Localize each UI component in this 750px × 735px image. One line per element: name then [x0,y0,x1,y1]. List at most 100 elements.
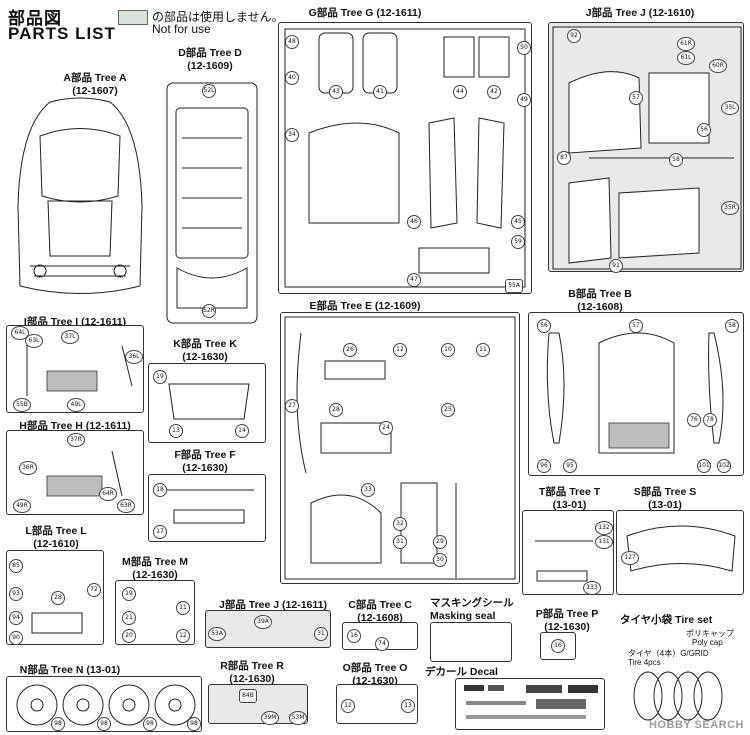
part-number-52r: 52R [202,304,216,318]
part-number: 33 [361,483,375,497]
tree-a-caption: A部品 Tree A(12-1607) [63,72,127,97]
tree-i-drawing [26,336,133,396]
tree-s-caption: S部品 Tree S(13-01) [633,486,697,511]
tree-a-diagram [10,96,150,301]
polycap-label-jp: ポリキャップ [686,629,734,638]
part-number: 131 [595,535,613,549]
part-number: 57 [629,91,643,105]
part-number: 19 [122,587,136,601]
part-number: 36R [19,461,37,475]
tree-s-drawing [626,525,736,572]
tree-m-caption: M部品 Tree M(12-1630) [122,556,188,581]
tree-c-caption: C部品 Tree C(12-1608) [348,599,412,624]
part-number: 96 [537,459,551,473]
part-number: 90 [9,631,23,645]
part-number: 27 [285,399,299,413]
tree-f-caption: F部品 Tree F(12-1630) [174,449,236,474]
part-number: 64R [99,487,117,501]
part-number: 37L [61,330,79,344]
tree-r-sprue: 84B 39M 53M [208,684,308,725]
part-number: 98 [143,717,157,731]
tire-set-drawing [628,668,738,723]
part-number: 20 [122,629,136,643]
part-number: 45 [511,215,525,229]
tree-p-sprue: 16 [540,632,576,660]
part-number: 102 [717,459,731,473]
part-number: 16 [347,629,361,643]
part-number: 37R [67,433,85,447]
tree-g-drawing [284,28,526,288]
part-number: 28 [329,403,343,417]
tree-j-sprue: 92 61R 61L 60R 57 35L 35R 56 58 87 91 [548,22,744,273]
part-number: 41 [373,85,387,99]
tree-c-sprue: 16 74 [342,622,418,651]
not-for-use-swatch [118,10,148,25]
tree-e-caption: E部品 Tree E (12-1609) [309,300,421,312]
part-number: 12 [393,343,407,357]
legend-text-jp: の部品は使用しません。 [152,10,284,24]
tree-h-drawing [46,450,123,497]
tree-j2-caption: J部品 Tree J (12-1611) [219,599,327,611]
tree-b-caption: B部品 Tree B(12-1608) [568,288,632,313]
tire-label-en: Tire 4pcs [628,658,661,667]
tire-set-title: タイヤ小袋 Tire set [620,614,713,626]
tree-i-sprue: 64L 63L 37L 36L 55B 49L [6,325,144,413]
part-number: 47 [407,273,421,287]
part-number: 35R [721,201,739,215]
watermark: HOBBY SEARCH [648,719,744,731]
part-number: 36L [125,350,143,364]
part-number: 76 [687,413,701,427]
part-number: 58 [725,319,739,333]
tree-t-sprue: 132 131 133 [522,510,614,595]
part-number: 31 [314,627,328,641]
part-number: 57 [629,319,643,333]
tree-r-caption: R部品 Tree R(12-1630) [220,660,284,685]
part-number: 56 [537,319,551,333]
tree-k-drawing [168,383,250,420]
part-number: 95 [563,459,577,473]
part-number: 50 [517,41,531,55]
polycap-label-en: Poly cap [692,638,723,647]
part-number: 24 [379,421,393,435]
part-number: 63L [25,334,43,348]
part-number: 85 [9,559,23,573]
tree-g-sprue: 48 40 43 41 50 44 42 49 34 46 45 59 47 5… [278,22,532,294]
part-number: 28 [51,591,65,605]
tree-d-caption: D部品 Tree D(12-1609) [178,47,242,72]
part-number: 59 [511,235,525,249]
part-number: 56 [697,123,711,137]
part-number: 61R [677,37,695,51]
part-number: 101 [697,459,711,473]
chassis-drawing [166,82,258,324]
part-number: 93 [9,587,23,601]
tree-b-sprue: 56 57 58 78 76 96 95 101 102 [528,312,744,476]
part-number: 98 [51,717,65,731]
tree-l-sprue: 85 28 72 93 94 90 [6,550,104,645]
tree-d-diagram: 52L 52R [162,78,262,333]
part-number: 16 [551,639,565,653]
tree-n-caption: N部品 Tree N (13-01) [19,664,121,676]
part-number: 18 [153,483,167,497]
tree-f-drawing [164,489,254,524]
tree-j2-sprue: 53A 39A 31 [205,610,331,648]
part-number: 53A [208,627,226,641]
part-number: 25 [441,403,455,417]
part-number: 58 [669,153,683,167]
tire-label-jp: タイヤ（4本）G/GRID [628,649,709,658]
tree-f-sprue: 18 17 [148,474,266,542]
part-number: 11 [176,601,190,615]
tree-p-caption: P部品 Tree P(12-1630) [535,608,599,633]
part-number: 98 [187,717,201,731]
decal-caption: デカール Decal [425,666,498,678]
legend-text-en: Not for use [152,22,211,36]
part-number: 132 [595,521,613,535]
part-number: 32 [393,517,407,531]
tree-b-drawing [546,332,724,454]
part-number: 60R [709,59,727,73]
part-number: 39A [254,615,272,629]
part-number: 127 [621,551,639,565]
tree-j-drawing [552,26,742,270]
tree-g-caption: G部品 Tree G (12-1611) [308,7,422,19]
part-number: 11 [476,343,490,357]
